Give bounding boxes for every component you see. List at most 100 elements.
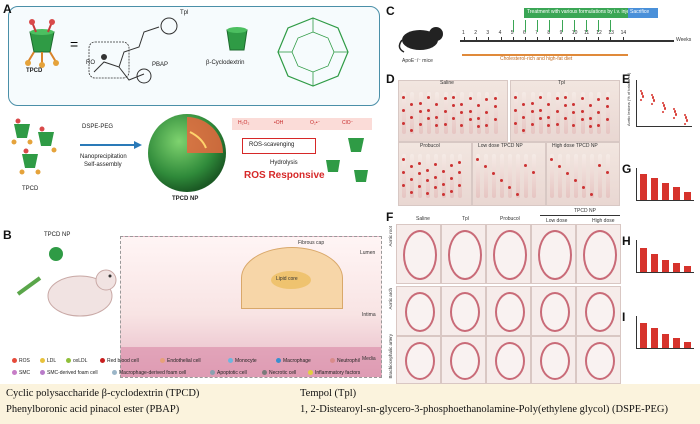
lesion-spot <box>468 118 472 121</box>
lesion-spot <box>605 97 609 100</box>
legend-neutrophil: Neutrophil <box>330 358 360 364</box>
vessel-ring <box>582 230 617 280</box>
chart-bar <box>673 187 680 200</box>
week-tick-label: 3 <box>486 30 490 36</box>
vessel-ring <box>449 342 480 380</box>
legend-macrophage-foam-label: Macrophage-derived foam cell <box>119 370 187 376</box>
lesion-spot <box>558 165 561 168</box>
lesion-spot <box>460 111 464 114</box>
lesion-spot <box>450 164 453 167</box>
week-tick-label: 9 <box>559 30 563 36</box>
lesion-spot <box>597 98 601 101</box>
cyclodextrin-structure <box>277 17 349 87</box>
lesion-spot <box>500 179 503 182</box>
pbap-label: PBAP <box>152 62 169 68</box>
legend-inflammatory-label: Inflammatory factors <box>315 370 361 376</box>
lesion-spot <box>605 118 609 121</box>
aorta-stripe <box>410 92 415 134</box>
chart-h-y-axis <box>636 240 637 272</box>
legend-ros-label: ROS <box>19 358 30 364</box>
legend-apoptotic: Apoptotic cell <box>210 370 247 376</box>
lesion-spot <box>418 110 422 113</box>
lesion-spot <box>402 109 405 112</box>
lesion-spot <box>410 103 414 106</box>
legend-apoptotic-label: Apoptotic cell <box>217 370 247 376</box>
artery-wall-illustration <box>120 236 382 378</box>
lesion-spot <box>426 169 429 172</box>
process-label-2: Self-assembly <box>84 162 122 168</box>
ros-species-3: O₂•⁻ <box>310 120 321 126</box>
chart-e-x-axis <box>636 126 692 127</box>
lesion-spot <box>402 171 405 174</box>
lesion-spot <box>427 117 430 120</box>
legend-ros: ROS <box>12 358 30 364</box>
lesion-spot <box>442 193 445 196</box>
injection-marker <box>561 20 563 32</box>
chart-e-point <box>653 99 655 101</box>
legend-endothelial: Endothelial cell <box>160 358 201 364</box>
diet-label: Cholesterol-rich and high-fat diet <box>500 56 573 62</box>
lesion-spot <box>458 161 461 164</box>
aorta-stripe <box>443 92 448 134</box>
aorta-stripe <box>522 92 527 134</box>
aorta-stripe <box>605 92 610 134</box>
lesion-spot <box>476 158 479 161</box>
lesion-spot <box>418 172 421 175</box>
f-group-header: TPCD NP <box>574 208 596 214</box>
legend-smc-foam-swatch <box>40 370 45 376</box>
lesion-spot <box>597 111 601 114</box>
caption-pbap: Phenylboronic acid pinacol ester (PBAP) <box>6 404 180 415</box>
legend-smc-swatch <box>12 370 17 376</box>
injection-marker <box>610 20 612 32</box>
chart-g-y-axis <box>636 168 637 200</box>
vessel-ring <box>402 230 437 280</box>
tpcd-molecule-icon <box>25 19 59 68</box>
intima-label: Intima <box>362 312 376 318</box>
lesion-spot <box>530 123 534 126</box>
chart-i-x-axis <box>636 348 694 349</box>
lesion-spot <box>410 178 413 181</box>
aorta-stripe <box>450 154 454 198</box>
lesion-spot <box>477 117 480 120</box>
aorta-stripe <box>539 92 543 134</box>
legend-ros-swatch <box>12 358 17 364</box>
aorta-stripe <box>435 92 440 134</box>
chart-e-point <box>673 108 675 110</box>
lesion-spot <box>410 129 414 132</box>
injection-marker <box>573 20 575 32</box>
lumen-label: Lumen <box>360 250 376 256</box>
lesion-spot <box>427 96 430 99</box>
ros-responsive-label: ROS Responsive <box>244 170 325 181</box>
ro-label: RO <box>86 60 95 66</box>
chart-g <box>630 168 696 210</box>
lesion-spot <box>580 97 584 100</box>
panel-d-letter: D <box>386 72 395 86</box>
lesion-spot <box>532 171 535 174</box>
chart-e-point <box>662 111 664 113</box>
legend-monocyte-label: Monocyte <box>235 358 257 364</box>
fibrous-cap-label: Fibrous cap <box>298 240 325 246</box>
legend-oxldl: oxLDL <box>66 358 87 364</box>
aorta-stripe <box>574 154 578 198</box>
week-tick-label: 11 <box>584 30 590 36</box>
lesion-spot <box>606 171 609 174</box>
lesion-spot <box>539 109 542 112</box>
np-label: TPCD NP <box>172 196 199 202</box>
lesion-spot <box>435 124 439 127</box>
d-label-probucol: Probucol <box>420 143 440 149</box>
lesion-spot <box>514 96 517 99</box>
lesion-spot <box>530 102 534 105</box>
panel-b-np-label: TPCD NP <box>44 232 71 238</box>
chart-e-point <box>652 97 654 99</box>
lesion-spot <box>443 97 447 100</box>
chart-e-y-axis <box>636 80 637 126</box>
lesion-spot <box>426 179 429 182</box>
hydrolysis-label: Hydrolysis <box>270 160 298 166</box>
aorta-stripe <box>442 154 446 198</box>
week-tick-label: 10 <box>571 30 578 36</box>
sacrifice-box: Sacrifice <box>628 8 658 18</box>
legend-smc-label: SMC <box>19 370 31 376</box>
chart-e-point <box>641 92 643 94</box>
lesion-spot <box>582 186 585 189</box>
panel-i-letter: I <box>622 310 626 324</box>
